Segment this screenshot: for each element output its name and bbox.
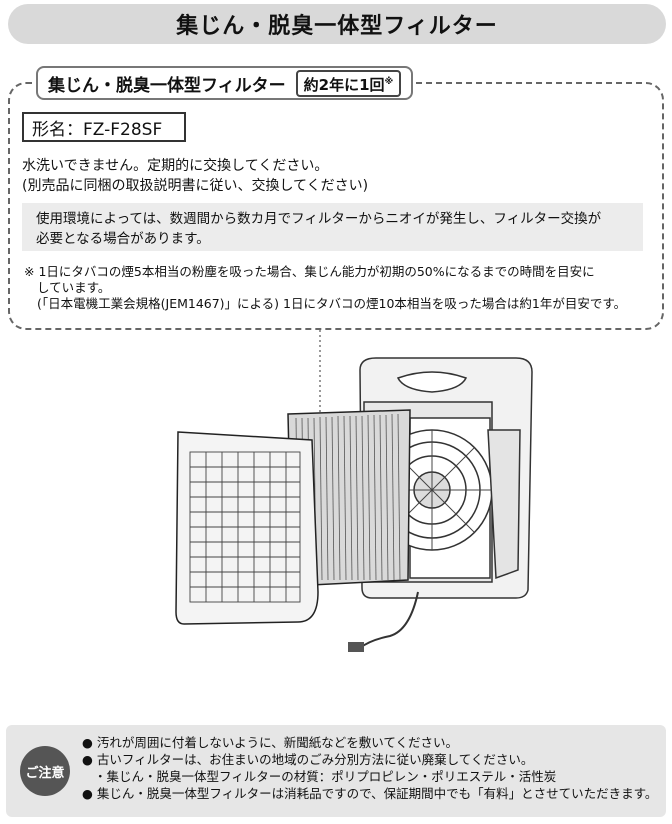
- caution-item-1: ● 汚れが周囲に付着しないように、新聞紙などを敷いてください。: [82, 735, 459, 750]
- footnote-line1: ※ 1日にタバコの煙5本相当の粉塵を吸った場合、集じん能力が初期の50%になるま…: [24, 264, 595, 279]
- caution-item-2-material: ・集じん・脱臭一体型フィルターの材質：ポリプロピレン・ポリエステル・活性炭: [94, 769, 557, 784]
- footnote-line2: しています。: [37, 280, 111, 295]
- filter-illustration: [175, 330, 533, 652]
- front-panel-icon: [175, 431, 319, 625]
- washing-notice: 水洗いできません。定期的に交換してください。: [22, 158, 329, 174]
- frequency-text: 約2年に1回: [303, 75, 385, 94]
- caution-item-3: ● 集じん・脱臭一体型フィルターは消耗品ですので、保証期間中でも「有料」とさせて…: [82, 786, 658, 801]
- footnote: ※ 1日にタバコの煙5本相当の粉塵を吸った場合、集じん能力が初期の50%になるま…: [24, 264, 664, 312]
- caution-list: ● 汚れが周囲に付着しないように、新聞紙などを敷いてください。 ● 古いフィルタ…: [82, 734, 662, 802]
- model-number: 形名：FZ-F28SF: [22, 112, 186, 142]
- page-title: 集じん・脱臭一体型フィルター: [8, 4, 666, 44]
- caution-item-2: ● 古いフィルターは、お住まいの地域のごみ分別方法に従い廃棄してください。: [82, 752, 534, 767]
- caution-badge: ご注意: [20, 746, 70, 796]
- replacement-frequency-badge: 約2年に1回※: [295, 69, 402, 97]
- environment-note-line2: 必要となる場合があります。: [36, 231, 210, 247]
- environment-note: 使用環境によっては、数週間から数カ月でフィルターからニオイが発生し、フィルター交…: [22, 203, 643, 251]
- environment-note-line1: 使用環境によっては、数週間から数カ月でフィルターからニオイが発生し、フィルター交…: [36, 211, 602, 227]
- panel-tab-title: 集じん・脱臭一体型フィルター: [48, 75, 286, 96]
- caution-section: ご注意 ● 汚れが周囲に付着しないように、新聞紙などを敷いてください。 ● 古い…: [6, 725, 666, 817]
- power-cord-icon: [359, 591, 419, 649]
- replacement-instruction: (別売品に同梱の取扱説明書に従い、交換してください): [22, 178, 369, 194]
- panel-tab: 集じん・脱臭一体型フィルター 約2年に1回※: [36, 66, 414, 100]
- frequency-mark: ※: [384, 76, 394, 87]
- footnote-line3: (「日本電機工業会規格(JEM1467)」による) 1日にタバコの煙10本相当を…: [37, 296, 627, 311]
